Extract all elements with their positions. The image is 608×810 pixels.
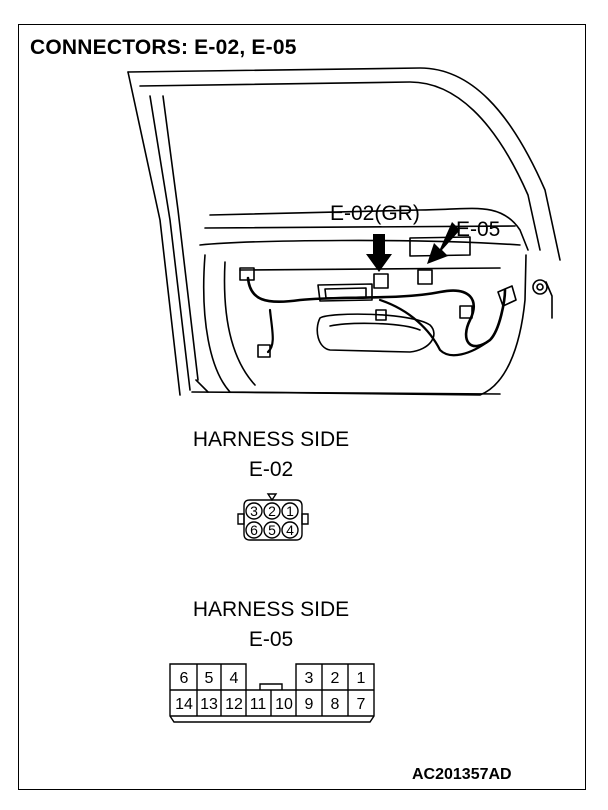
e05-pin: 1 <box>357 670 366 687</box>
e05-pin: 11 <box>250 696 267 713</box>
e02-pin: 4 <box>286 522 294 538</box>
e05-pin: 4 <box>230 670 239 687</box>
e05-side-label: HARNESS SIDE <box>192 598 350 621</box>
e05-pin: 12 <box>225 696 243 713</box>
e02-arrow <box>366 234 392 272</box>
e05-pin: 7 <box>357 696 366 713</box>
e02-pin: 1 <box>286 503 294 519</box>
e02-pin: 6 <box>250 522 258 538</box>
e02-pin: 3 <box>250 503 258 519</box>
e05-pin: 3 <box>305 670 314 687</box>
page-title: CONNECTORS: E-02, E-05 <box>30 36 297 59</box>
e05-pin: 14 <box>175 696 193 713</box>
e05-pin: 6 <box>180 670 189 687</box>
callout-e05: E-05 <box>456 218 501 241</box>
e02-side-label: HARNESS SIDE <box>192 428 350 451</box>
diagram-frame <box>18 24 586 790</box>
e05-pin: 10 <box>275 696 293 713</box>
e05-pin: 9 <box>305 696 314 713</box>
e05-name: E-05 <box>248 628 294 651</box>
e02-pin: 2 <box>268 503 276 519</box>
e05-pin: 13 <box>200 696 218 713</box>
callout-e02: E-02(GR) <box>330 202 420 225</box>
e05-pin: 8 <box>331 696 340 713</box>
document-id: AC201357AD <box>412 766 512 783</box>
e05-arrow <box>427 222 460 264</box>
e05-pin: 5 <box>205 670 214 687</box>
e02-name: E-02 <box>248 458 294 481</box>
e05-pin: 2 <box>331 670 340 687</box>
e02-pin: 5 <box>268 522 276 538</box>
